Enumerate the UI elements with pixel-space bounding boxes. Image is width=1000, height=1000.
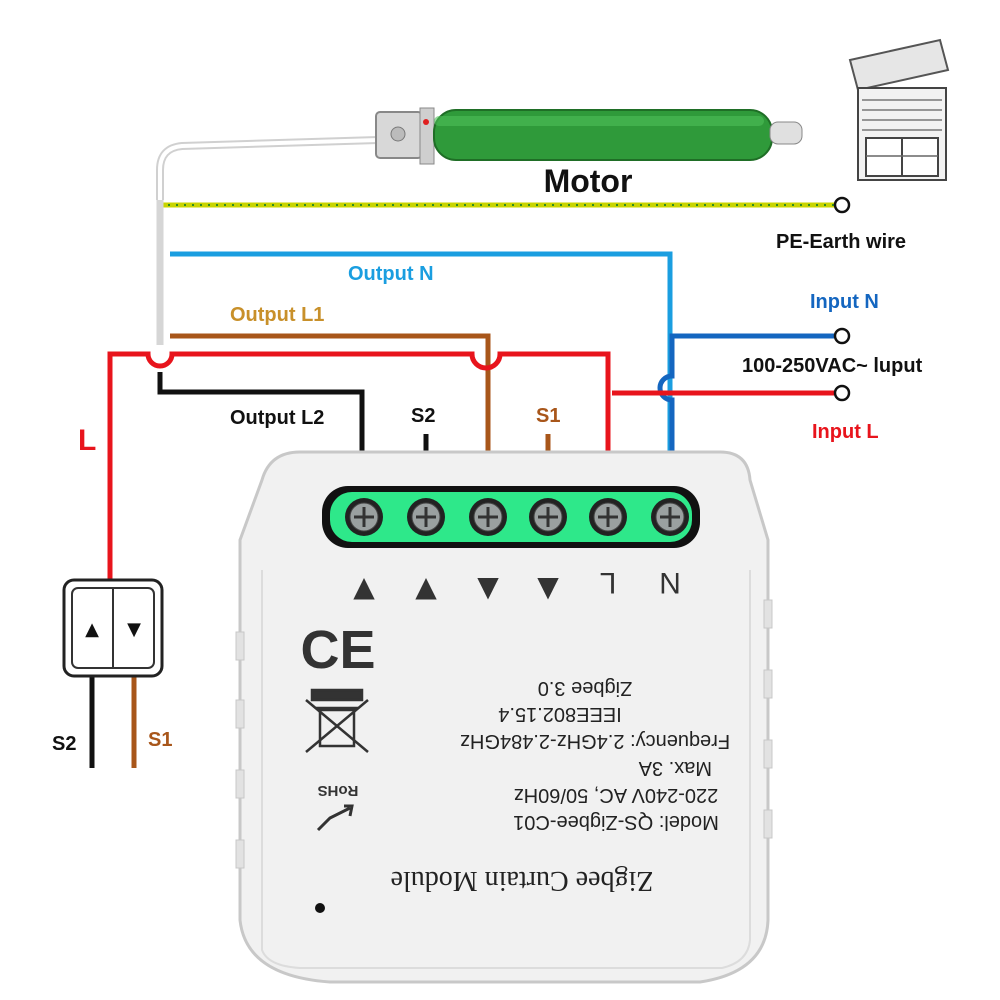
s2-top-label: S2 <box>411 405 435 427</box>
module-title: Zigbee Curtain Module <box>391 865 654 896</box>
wall-switch <box>62 578 164 678</box>
terminal-mark-6: N <box>659 566 681 599</box>
input-n-terminal <box>833 327 851 345</box>
input-l-label: Input L <box>812 421 879 443</box>
s1-top-label: S1 <box>536 405 560 427</box>
terminal-screw-4 <box>529 498 567 536</box>
module-power: 220-240V AC, 50/60Hz <box>514 784 719 806</box>
module-ieee: IEEE802.15.4 <box>498 703 621 725</box>
terminal-block-face <box>330 492 692 542</box>
terminal-screw-3 <box>469 498 507 536</box>
earth-terminal <box>833 196 851 214</box>
motor-label: Motor <box>544 163 633 199</box>
terminal-screw-5 <box>589 498 627 536</box>
rohs-check-icon <box>316 804 354 832</box>
curtain-module <box>235 450 773 984</box>
motor-icon <box>156 107 803 200</box>
live-wire <box>107 351 611 620</box>
terminal-screw-1 <box>345 498 383 536</box>
weee-bin-icon <box>305 688 369 753</box>
terminal-mark-5: L <box>600 566 617 599</box>
live-l-label: L <box>78 424 96 457</box>
switch-up-button: ▲ <box>85 619 99 640</box>
rohs-label: RoHS <box>318 782 359 799</box>
roller-shutter-icon <box>848 38 950 181</box>
switch-down-button: ▼ <box>127 619 141 640</box>
input-n-label: Input N <box>810 291 879 313</box>
input-l-terminal <box>833 384 851 402</box>
module-dot <box>315 903 325 913</box>
output-l2-label: Output L2 <box>230 407 324 429</box>
output-l1-label: Output L1 <box>230 304 324 326</box>
module-frequency: Frequency: 2.4GHz-2.484GHz <box>460 730 730 752</box>
terminal-screw-2 <box>407 498 445 536</box>
output-n-label: Output N <box>348 263 434 285</box>
terminal-mark-2: ▲ <box>415 570 437 603</box>
switch-s1-label: S1 <box>148 729 172 751</box>
ce-mark: CE <box>300 620 375 680</box>
terminal-mark-3: ▼ <box>477 570 499 603</box>
module-model: Model: QS-Zigbee-C01 <box>513 811 719 833</box>
switch-s2-label: S2 <box>52 733 76 755</box>
terminal-mark-1: ▲ <box>353 570 375 603</box>
pe-earth-label: PE-Earth wire <box>776 231 906 253</box>
output-l2-wire <box>157 372 365 484</box>
output-l1-wire <box>170 333 491 484</box>
terminal-screw-6 <box>651 498 689 536</box>
terminal-mark-4: ▼ <box>537 570 559 603</box>
module-zigbee-version: Zigbee 3.0 <box>538 677 633 699</box>
module-max-current: Max. 3A <box>638 757 712 779</box>
input-n-wire <box>657 333 834 484</box>
output-n-wire <box>170 251 673 484</box>
terminal-screws <box>345 498 689 536</box>
input-voltage-label: 100-250VAC~ luput <box>742 355 923 377</box>
